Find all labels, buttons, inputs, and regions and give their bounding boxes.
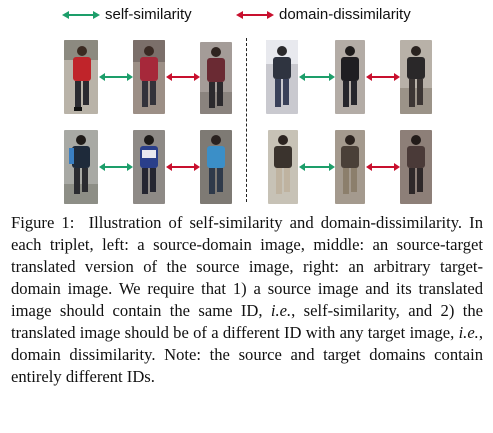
domain-dissimilarity-arrow [166,163,200,171]
reid-triplet-figure [0,34,493,206]
caption-text-2: , self-similarity, and 2) the translated… [11,301,483,342]
target-image-pedestrian [200,130,232,204]
translated-image-pedestrian [335,40,365,114]
legend: self-similarity domain-dissimilarity [0,6,493,30]
legend-domain-dissimilarity: domain-dissimilarity [236,6,411,23]
source-image-pedestrian [266,40,298,114]
domain-dissimilarity-arrow [366,73,400,81]
self-similarity-arrow [99,73,133,81]
caption-label: Figure 1: [11,213,75,232]
caption-text-1: Illustration of self-similarity and doma… [11,213,484,320]
self-similarity-arrow [299,163,335,171]
translated-image-pedestrian [133,130,165,204]
source-image-pedestrian [268,130,298,204]
caption-ie-1: i.e. [270,301,292,320]
source-image-pedestrian [64,130,98,204]
source-image-pedestrian [64,40,98,114]
target-image-pedestrian [400,40,432,114]
legend-domain-dissimilarity-label: domain-dissimilarity [279,6,411,23]
caption-text-3: , domain dissimilarity. Note: the source… [11,323,483,386]
domain-divider-line [246,38,247,202]
translated-image-pedestrian [133,40,165,114]
caption-ie-2: i.e. [458,323,479,342]
self-similarity-arrow [299,73,335,81]
domain-dissimilarity-arrow [166,73,200,81]
self-similarity-arrow [99,163,133,171]
legend-self-similarity: self-similarity [62,6,192,23]
translated-image-pedestrian [335,130,365,204]
green-double-arrow-icon [62,10,100,19]
red-double-arrow-icon [236,10,274,19]
domain-dissimilarity-arrow [366,163,400,171]
figure-caption: Figure 1: Illustration of self-similarit… [11,212,483,388]
legend-self-similarity-label: self-similarity [105,6,192,23]
target-image-pedestrian [400,130,432,204]
target-image-pedestrian [200,42,232,114]
caption-paragraph: Figure 1: Illustration of self-similarit… [11,212,483,388]
